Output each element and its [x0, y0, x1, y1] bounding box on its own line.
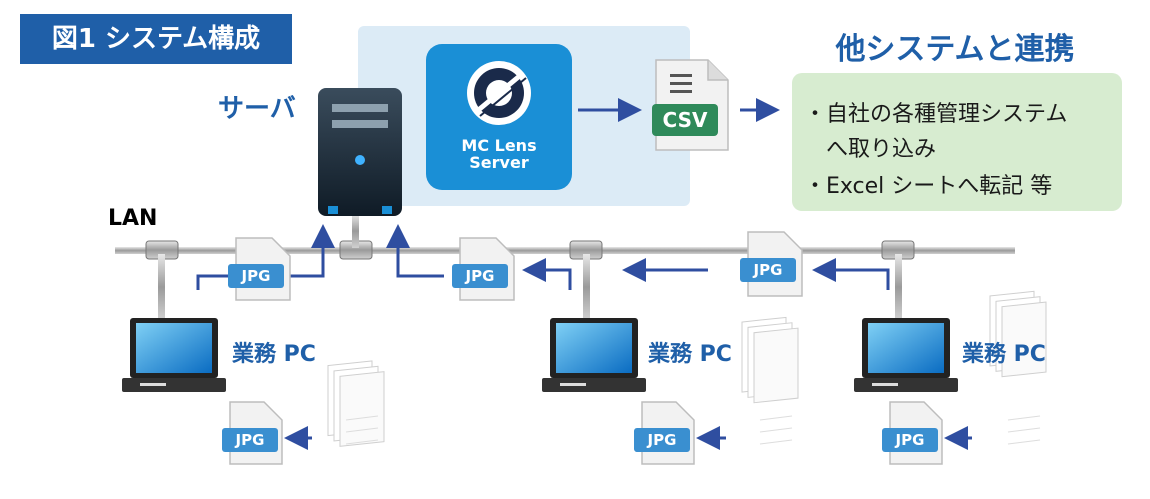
app-name-line2: Server	[469, 153, 529, 172]
pc-label: 業務 PC	[648, 342, 732, 367]
laptop-icon	[854, 318, 958, 392]
jpg-badge-label: JPG	[465, 267, 495, 285]
jpg-file-icon	[452, 237, 515, 301]
laptop-icon	[122, 318, 226, 392]
integration-item: へ取り込み	[826, 137, 937, 162]
lan-label: LAN	[108, 206, 158, 231]
server-icon	[318, 88, 402, 216]
paper-stack-icon	[327, 360, 385, 447]
jpg-file-icon	[634, 401, 695, 465]
integration-item: ・Excel シートへ転記 等	[804, 174, 1053, 199]
jpg-badge-label: JPG	[647, 431, 677, 449]
mc-lens-server-name: MC Lens Server	[426, 137, 572, 171]
arrow-pc2-to-left	[522, 258, 572, 290]
jpg-badge-label: JPG	[753, 261, 783, 279]
jpg-file-icon	[228, 237, 291, 301]
app-name-line1: MC Lens	[461, 136, 537, 155]
laptop-icon	[542, 318, 646, 392]
integration-item: ・自社の各種管理システム	[804, 102, 1068, 127]
pc-label: 業務 PC	[962, 342, 1046, 367]
jpg-file-icon	[740, 231, 803, 297]
csv-file-icon	[652, 59, 729, 151]
arrow-pc3-to-left	[812, 258, 890, 290]
lan-cable	[115, 214, 1015, 320]
paper-stack-icon	[741, 316, 799, 445]
integration-title: 他システムと連携	[835, 32, 1075, 67]
arrow-lan-to-server	[386, 224, 444, 278]
paper-stack-icon	[989, 290, 1047, 445]
figure-title: 図1 システム構成	[20, 14, 292, 64]
pc-label: 業務 PC	[232, 342, 316, 367]
jpg-file-icon	[222, 401, 283, 465]
jpg-badge-label: JPG	[895, 431, 925, 449]
csv-badge-label: CSV	[662, 108, 708, 132]
jpg-badge-label: JPG	[241, 267, 271, 285]
jpg-file-icon	[882, 401, 943, 465]
server-label: サーバ	[218, 94, 296, 124]
jpg-badge-label: JPG	[235, 431, 265, 449]
integration-box	[792, 73, 1122, 211]
